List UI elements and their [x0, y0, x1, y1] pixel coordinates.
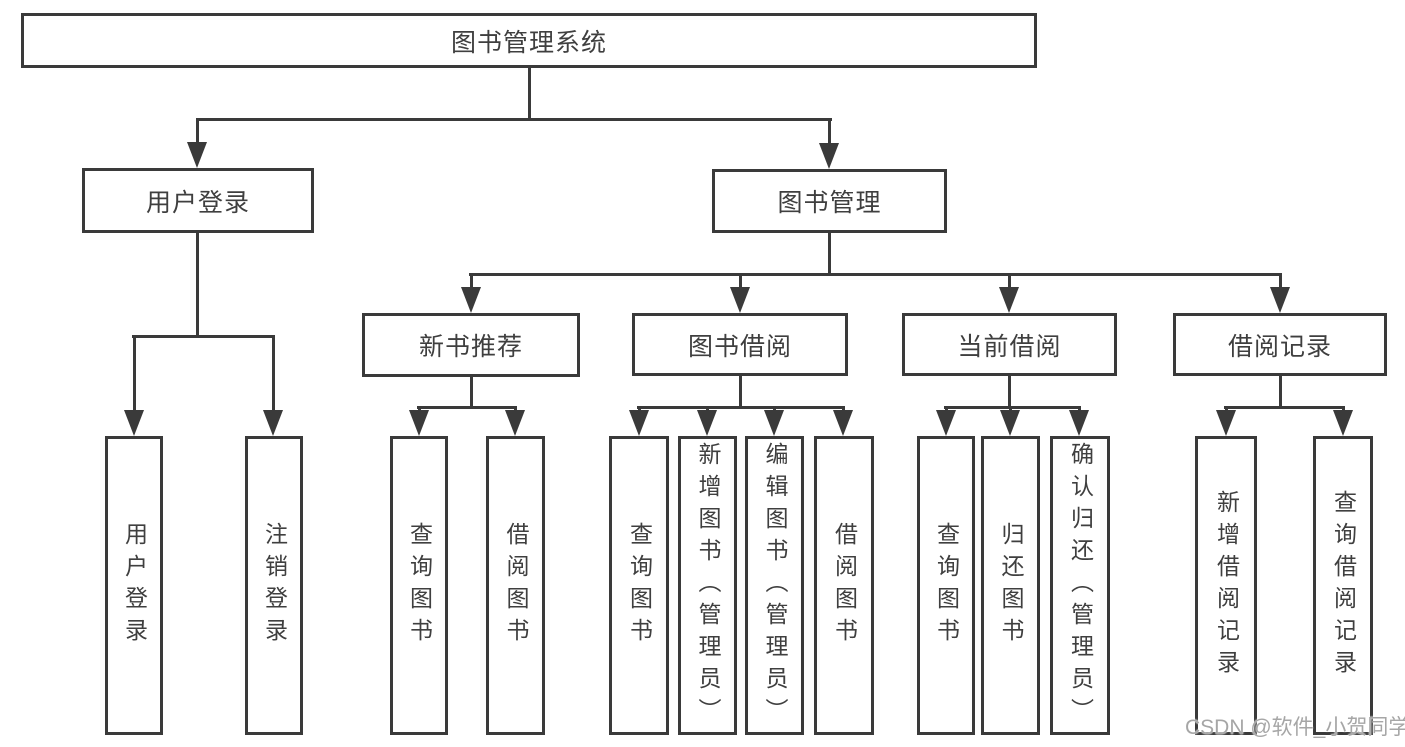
connector-line — [637, 406, 845, 409]
node-current-borrow: 当前借阅 — [902, 313, 1117, 376]
leaf-borrow-book-recommend: 借阅图书 — [486, 436, 545, 735]
connector-line — [196, 118, 199, 148]
node-user-login: 用户登录 — [82, 168, 314, 233]
leaf-edit-book-admin: 编辑图书（管理员） — [745, 436, 804, 735]
connector-line — [272, 335, 275, 414]
arrow-down-icon — [1270, 287, 1290, 313]
leaf-label: 新增图书（管理员） — [695, 441, 721, 730]
arrow-down-icon — [1000, 410, 1020, 436]
connector-line — [470, 273, 473, 291]
connector-line — [1279, 374, 1282, 408]
leaf-label: 注销登录 — [261, 521, 288, 650]
leaf-logout-login: 注销登录 — [245, 436, 303, 735]
node-borrow-record: 借阅记录 — [1173, 313, 1387, 376]
connector-line — [528, 66, 531, 120]
leaf-query-book-current: 查询图书 — [917, 436, 975, 735]
leaf-label: 归还图书 — [998, 521, 1024, 650]
connector-line — [469, 273, 1281, 276]
connector-line — [133, 335, 136, 414]
arrow-down-icon — [629, 410, 649, 436]
connector-line — [470, 375, 473, 408]
connector-line — [739, 273, 742, 291]
connector-line — [196, 231, 199, 338]
node-book-borrow: 图书借阅 — [632, 313, 848, 376]
leaf-user-login: 用户登录 — [105, 436, 163, 735]
arrow-down-icon — [833, 410, 853, 436]
arrow-down-icon — [1216, 410, 1236, 436]
connector-line — [1224, 406, 1345, 409]
arrow-down-icon — [124, 410, 144, 436]
arrow-down-icon — [819, 143, 839, 169]
leaf-label: 查询图书 — [626, 521, 653, 650]
connector-line — [1279, 273, 1282, 291]
leaf-add-borrow-record: 新增借阅记录 — [1195, 436, 1257, 735]
arrow-down-icon — [409, 410, 429, 436]
connector-line — [1008, 273, 1011, 291]
leaf-label: 查询借阅记录 — [1330, 489, 1357, 682]
leaf-add-book-admin: 新增图书（管理员） — [678, 436, 737, 735]
leaf-label: 借阅图书 — [503, 521, 529, 650]
connector-line — [132, 335, 275, 338]
leaf-confirm-return-admin: 确认归还（管理员） — [1050, 436, 1110, 735]
connector-line — [1008, 374, 1011, 408]
arrow-down-icon — [187, 142, 207, 168]
arrow-down-icon — [1069, 410, 1089, 436]
leaf-label: 用户登录 — [121, 521, 148, 650]
leaf-label: 查询图书 — [933, 521, 960, 650]
leaf-label: 借阅图书 — [831, 521, 858, 650]
connector-line — [944, 406, 1081, 409]
connector-line — [828, 118, 831, 148]
leaf-label: 新增借阅记录 — [1213, 489, 1240, 682]
arrow-down-icon — [936, 410, 956, 436]
arrow-down-icon — [730, 287, 750, 313]
arrow-down-icon — [999, 287, 1019, 313]
leaf-label: 确认归还（管理员） — [1067, 441, 1094, 730]
connector-line — [196, 118, 832, 121]
arrow-down-icon — [764, 410, 784, 436]
arrow-down-icon — [1333, 410, 1353, 436]
connector-line — [417, 406, 517, 409]
node-book-management: 图书管理 — [712, 169, 947, 233]
node-library-system: 图书管理系统 — [21, 13, 1037, 68]
leaf-query-book-borrow: 查询图书 — [609, 436, 669, 735]
arrow-down-icon — [697, 410, 717, 436]
node-new-book-recommend: 新书推荐 — [362, 313, 580, 377]
leaf-query-borrow-record: 查询借阅记录 — [1313, 436, 1373, 735]
leaf-query-book-recommend: 查询图书 — [390, 436, 448, 735]
leaf-label: 查询图书 — [406, 521, 433, 650]
leaf-borrow-book: 借阅图书 — [814, 436, 874, 735]
csdn-watermark: CSDN @软件_小贺同学 — [1185, 716, 1405, 739]
arrow-down-icon — [461, 287, 481, 313]
connector-line — [828, 231, 831, 276]
arrow-down-icon — [263, 410, 283, 436]
leaf-label: 编辑图书（管理员） — [762, 441, 788, 730]
arrow-down-icon — [505, 410, 525, 436]
leaf-return-book: 归还图书 — [981, 436, 1040, 735]
connector-line — [739, 374, 742, 408]
